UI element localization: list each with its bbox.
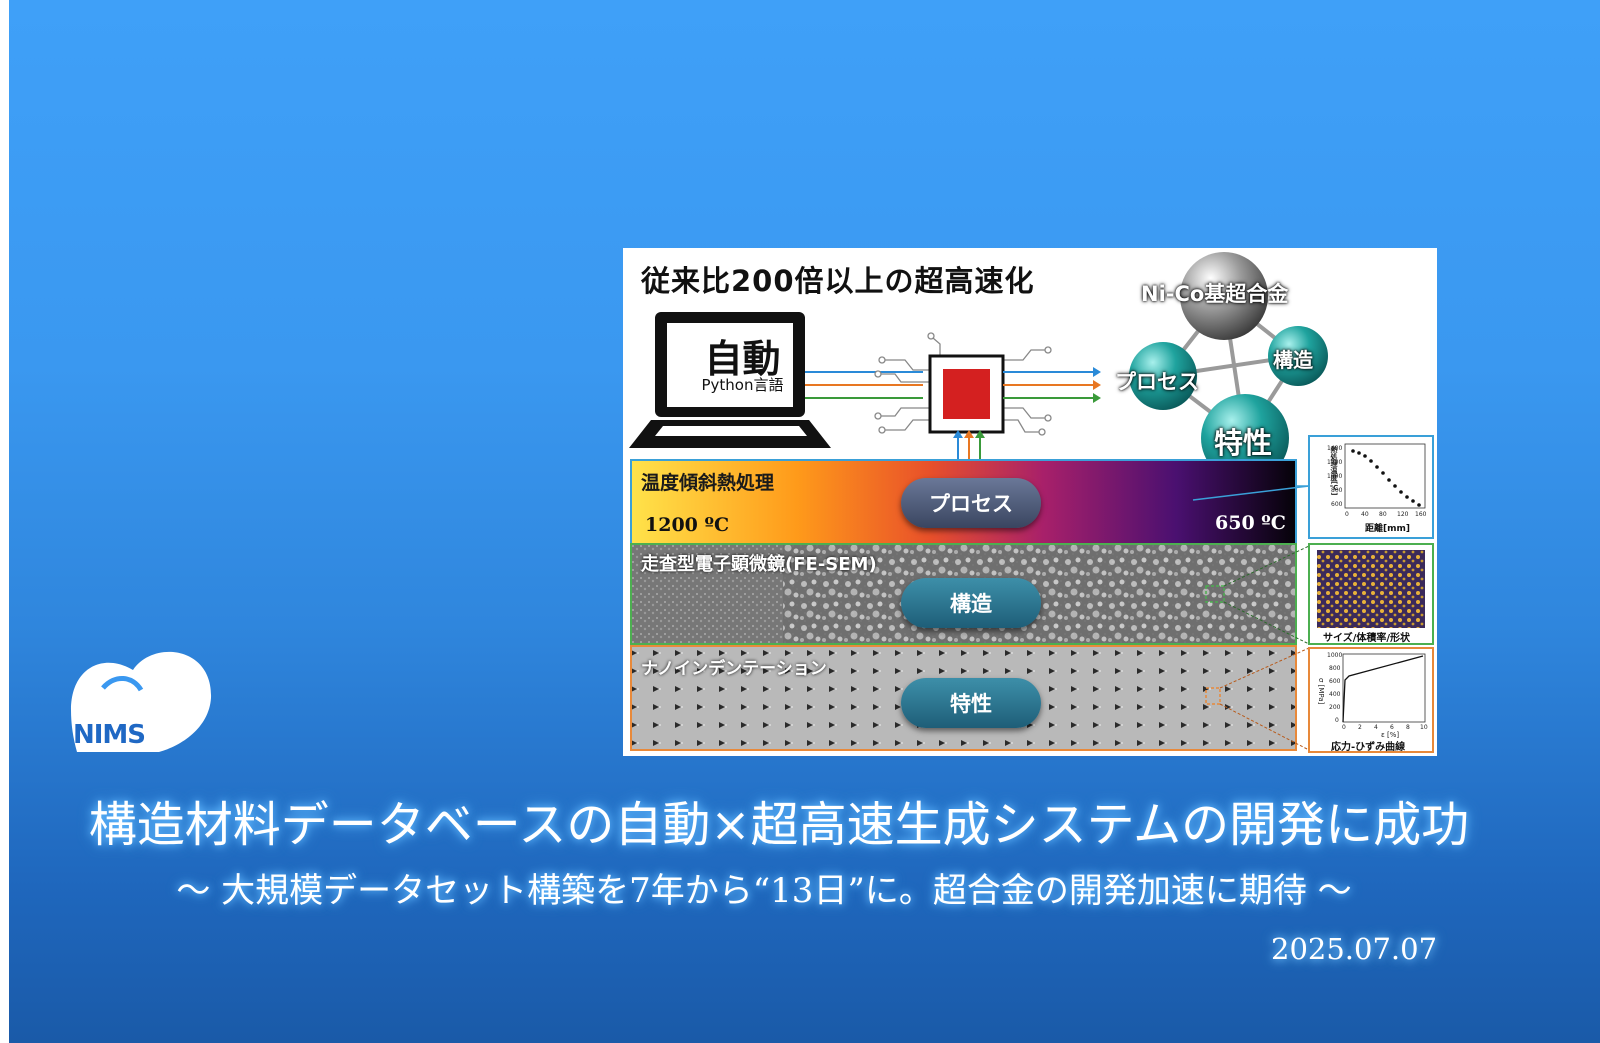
inset3-xtick: 2	[1358, 724, 1362, 731]
alloy-sphere	[1180, 252, 1268, 340]
band-heat-title: 温度傾斜熱処理	[641, 472, 775, 494]
page-subtitle: ～ 大規模データセット構築を7年から“13日”に。超合金の開発加速に期待 ～	[176, 871, 1352, 911]
inset3-xtick: 6	[1390, 724, 1394, 731]
research-figure: 従来比200倍以上の超高速化 自動 Python言語 Ni-Co基超合金 プロセ…	[623, 248, 1437, 756]
inset3-ytick: 1000	[1327, 652, 1343, 659]
laptop-python-label: Python言語	[701, 376, 784, 394]
inset3-ylabel: σ [MPa]	[1317, 678, 1325, 705]
band-heat-pill: プロセス	[901, 478, 1041, 528]
laptop-auto-label: 自動	[704, 337, 781, 381]
inset1-ytick: 1400	[1327, 445, 1343, 452]
temp-right-label: 650 ºC	[1215, 512, 1286, 534]
band-nano-title: ナノインデンテーション	[641, 659, 827, 679]
network-structure-label: 構造	[1273, 348, 1313, 372]
inset3-xtick: 0	[1342, 724, 1346, 731]
inset1-xtick: 120	[1397, 511, 1409, 518]
inset3-ytick: 0	[1335, 717, 1339, 724]
process-sphere	[1129, 342, 1197, 410]
inset1-xtick: 0	[1345, 511, 1349, 518]
inset1-xtick: 40	[1361, 511, 1369, 518]
inset1-xtick: 80	[1379, 511, 1387, 518]
band-sem-pill: 構造	[901, 578, 1041, 628]
inset3-xlabel: ε [%]	[1381, 731, 1400, 739]
nims-logo-text: NIMS	[73, 720, 146, 750]
inset1-xtick: 160	[1415, 511, 1427, 518]
inset1-ytick: 800	[1331, 487, 1343, 494]
inset1-xlabel: 距離[mm]	[1365, 524, 1410, 534]
inset3-ytick: 200	[1329, 704, 1341, 711]
inset-stress-strain	[1308, 647, 1434, 753]
network-process-label: プロセス	[1115, 370, 1199, 394]
inset3-ytick: 800	[1329, 665, 1341, 672]
inset1-ytick: 1000	[1327, 473, 1343, 480]
inset3-xtick: 8	[1406, 724, 1410, 731]
band-sem-title: 走査型電子顕微鏡(FE-SEM)	[641, 554, 877, 575]
inset1-ytick: 1200	[1327, 459, 1343, 466]
slide-background: 従来比200倍以上の超高速化 自動 Python言語 Ni-Co基超合金 プロセ…	[9, 0, 1600, 1043]
network-center-label: Ni-Co基超合金	[1141, 282, 1289, 306]
figure-headline: 従来比200倍以上の超高速化	[641, 264, 1035, 298]
inset1-ytick: 600	[1331, 501, 1343, 508]
inset2-caption: サイズ/体積率/形状	[1323, 633, 1411, 644]
temp-left-label: 1200 ºC	[645, 514, 730, 536]
page-title: 構造材料データベースの自動×超高速生成システムの開発に成功	[88, 797, 1470, 853]
inset3-ytick: 600	[1329, 678, 1341, 685]
nims-logo-icon	[71, 651, 212, 752]
figure-graphics	[629, 252, 1434, 753]
inset3-ytick: 400	[1329, 691, 1341, 698]
inset3-xtick: 4	[1374, 724, 1378, 731]
nanoindentation-band	[630, 645, 1297, 751]
publish-date: 2025.07.07	[1271, 932, 1438, 966]
network-property-label: 特性	[1214, 426, 1273, 460]
inset3-xtick: 10	[1420, 724, 1428, 731]
band-nano-pill: 特性	[901, 678, 1041, 728]
inset-temperature-plot	[1308, 435, 1434, 539]
structure-sphere	[1268, 326, 1328, 386]
inset1-ylabel: 熱処理温度[℃]	[1330, 446, 1338, 496]
inset3-caption: 応力-ひずみ曲線	[1331, 742, 1406, 753]
